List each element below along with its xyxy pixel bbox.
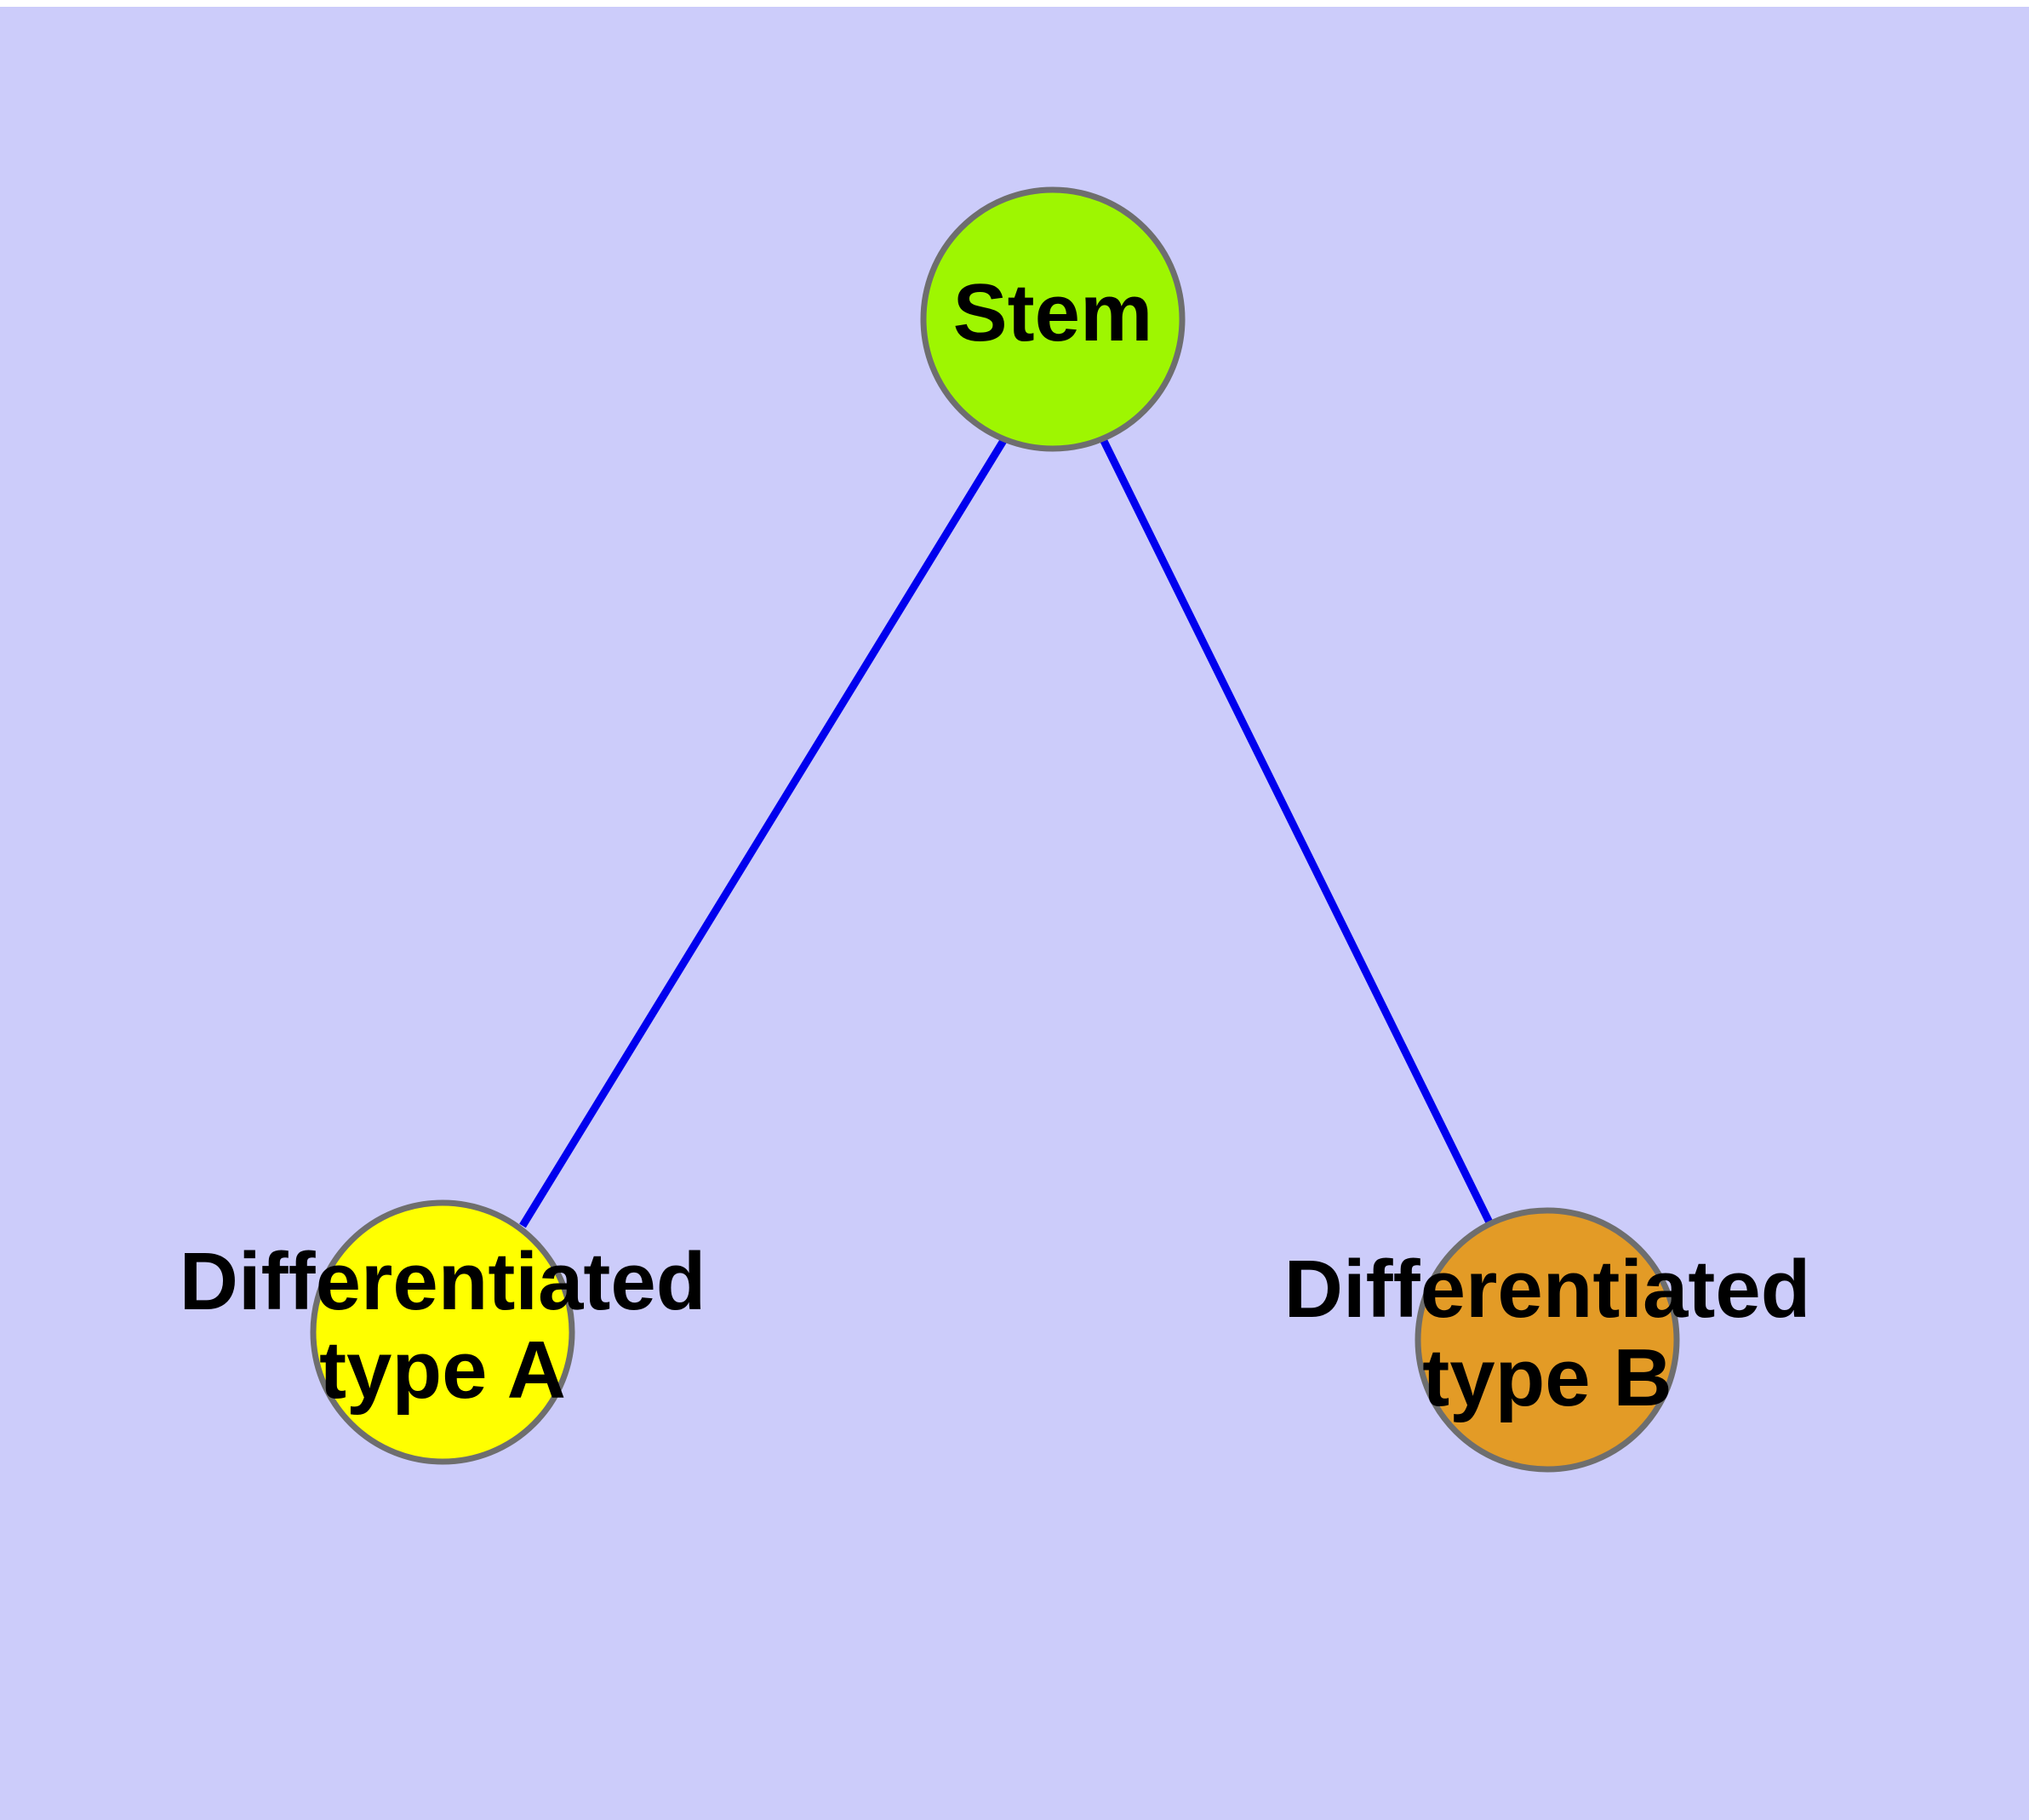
edges-layer: [519, 437, 1495, 1228]
node-differentiated-type-b[interactable]: [1415, 1207, 1680, 1473]
edge-stem-to-differentiated-type-a[interactable]: [519, 437, 1008, 1228]
node-differentiated-type-a[interactable]: [310, 1199, 575, 1465]
node-label-line: Differentiated: [180, 1236, 706, 1327]
node-differentiated-type-a-circle[interactable]: [310, 1199, 575, 1465]
edge-stem-to-differentiated-type-b[interactable]: [1099, 438, 1495, 1228]
nodes-layer: [310, 186, 1680, 1473]
node-stem-label: Stem: [953, 267, 1153, 358]
node-label-line: type B: [1422, 1332, 1672, 1423]
node-label-line: Stem: [953, 267, 1153, 358]
node-stem-circle[interactable]: [920, 186, 1186, 452]
node-label-line: type A: [319, 1325, 566, 1416]
node-differentiated-type-b-circle[interactable]: [1415, 1207, 1680, 1473]
node-stem[interactable]: [920, 186, 1186, 452]
node-label-line: Differentiated: [1284, 1244, 1811, 1335]
